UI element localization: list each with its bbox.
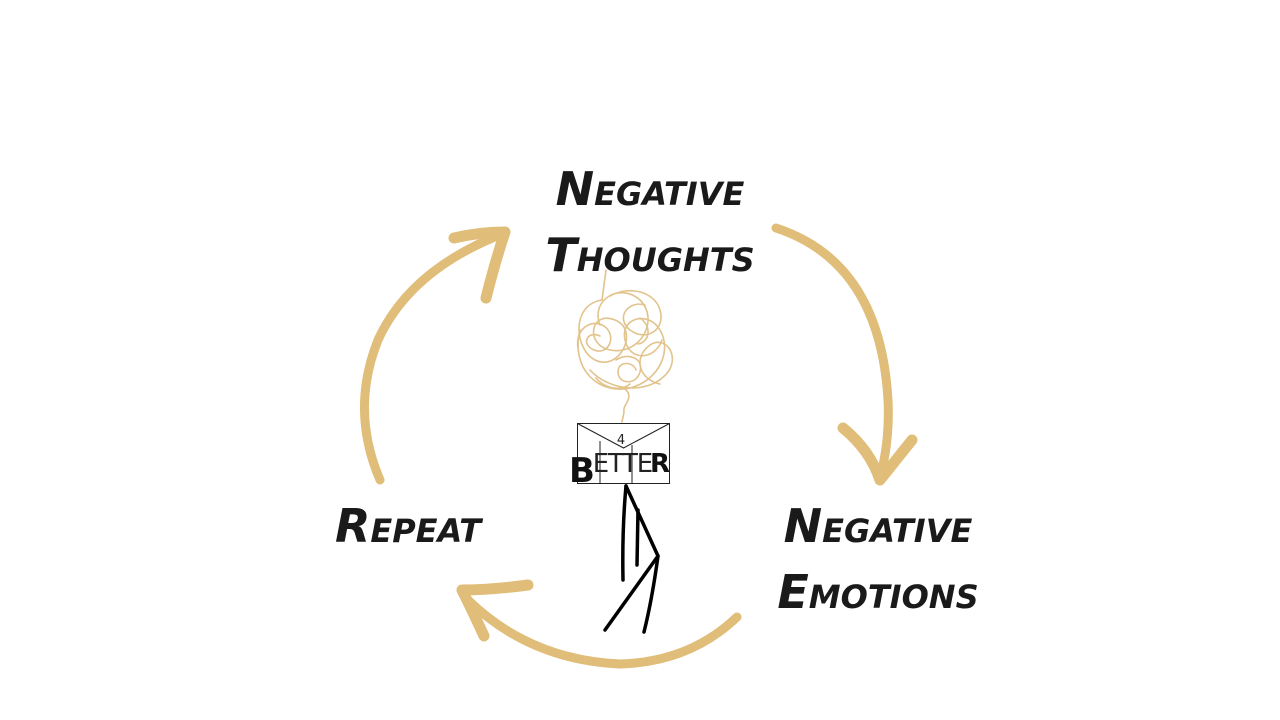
stick-figure-legs [603, 484, 660, 634]
step-negative-emotions-line1: Negative [783, 499, 973, 553]
logo-letter-t1: T [607, 449, 624, 479]
arrow-repeat-to-thoughts [360, 226, 511, 485]
arrow-thoughts-to-emotions [771, 223, 918, 486]
step-negative-emotions: Negative Emotions [748, 493, 1008, 625]
step-negative-thoughts-line1: Negative [555, 162, 745, 216]
logo-letter-e1: E [593, 449, 609, 479]
step-negative-thoughts: Negative Thoughts [520, 156, 780, 288]
logo-number: 4 [617, 433, 625, 448]
logo-letter-t2: T [621, 449, 638, 479]
better-logo: 4 B E T T E R [569, 423, 670, 491]
step-repeat: Repeat [308, 493, 508, 559]
arrow-emotions-to-repeat [456, 579, 742, 669]
step-repeat-line1: Repeat [334, 499, 482, 553]
step-negative-emotions-line2: Emotions [777, 565, 979, 619]
logo-letter-b: B [569, 451, 595, 491]
logo-letter-e2: E [637, 449, 653, 479]
tangled-thoughts-scribble [576, 269, 674, 423]
step-negative-thoughts-line2: Thoughts [545, 228, 755, 282]
logo-letter-r: R [650, 449, 670, 479]
